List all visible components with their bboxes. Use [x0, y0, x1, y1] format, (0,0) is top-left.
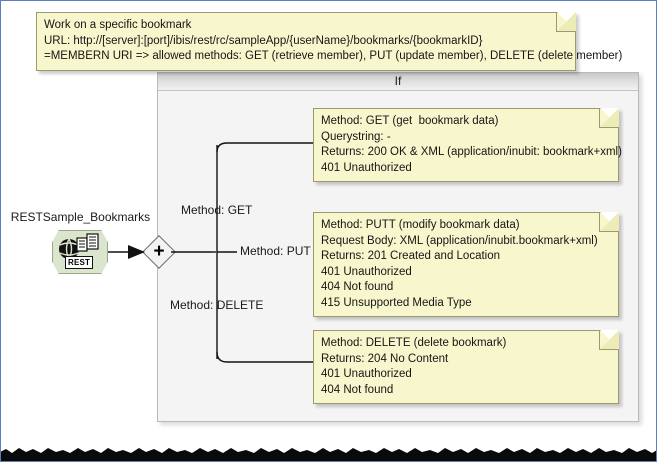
note-line: Work on a specific bookmark — [44, 19, 192, 31]
note-line: 401 Unauthorized — [321, 161, 412, 174]
note-line: Querystring: - — [321, 130, 391, 143]
note-fold-edge-h — [556, 31, 576, 32]
title-note[interactable]: Work on a specific bookmark URL: http://… — [36, 12, 623, 71]
note-fold-edge-v — [556, 12, 557, 32]
note-fold-triangle — [600, 212, 619, 231]
note-line: 401 Unauthorized — [321, 265, 412, 278]
note-line: Returns: 200 OK & XML (application/inubi… — [321, 146, 622, 158]
note-line: Request Body: XML (application/inubit.bo… — [321, 234, 598, 247]
edge-label-delete: Method: DELETE — [170, 298, 264, 312]
gateway-plus-icon: + — [153, 241, 165, 262]
note-line: 404 Not found — [321, 281, 394, 293]
note-fold-edge-v — [599, 330, 600, 350]
note-line: =MEMBERN URI => allowed methods: GET (re… — [44, 50, 623, 62]
note-line: 401 Unauthorized — [321, 368, 412, 380]
note-fold-triangle — [600, 330, 619, 349]
note-line: 404 Not found — [321, 383, 394, 396]
note-fold-edge-h — [599, 231, 619, 232]
note-line: Returns: 204 No Content — [321, 352, 449, 365]
note-line: Returns: 201 Created and Location — [321, 250, 501, 262]
note-line: URL: http://[server]:[port]/ibis/rest/rc… — [44, 34, 483, 47]
rest-badge: REST — [65, 256, 94, 269]
note-delete[interactable]: Method: DELETE (delete bookmark) Returns… — [313, 330, 619, 404]
note-line: Method: PUTT (modify bookmark data) — [321, 219, 520, 231]
note-fold-triangle — [600, 108, 619, 127]
edge-label-put: Method: PUT — [237, 244, 314, 258]
note-put[interactable]: Method: PUTT (modify bookmark data) Requ… — [313, 212, 619, 317]
note-fold-triangle — [557, 12, 576, 31]
note-line: 415 Unsupported Media Type — [321, 296, 472, 309]
note-fold-edge-v — [599, 108, 600, 128]
if-container-label: If — [394, 74, 402, 88]
torn-bottom-edge — [0, 448, 657, 462]
note-fold-edge-v — [599, 212, 600, 232]
if-container-header — [158, 73, 638, 91]
edge-label-get: Method: GET — [181, 203, 253, 217]
note-fold-edge-h — [599, 127, 619, 128]
start-node-label: RESTSample_Bookmarks — [10, 210, 151, 224]
note-line: Method: DELETE (delete bookmark) — [321, 337, 507, 349]
note-get[interactable]: Method: GET (get bookmark data) Querystr… — [313, 108, 622, 182]
note-line: Method: GET (get bookmark data) — [321, 115, 499, 127]
note-fold-edge-h — [599, 349, 619, 350]
rest-globe-icon: REST — [52, 230, 108, 274]
